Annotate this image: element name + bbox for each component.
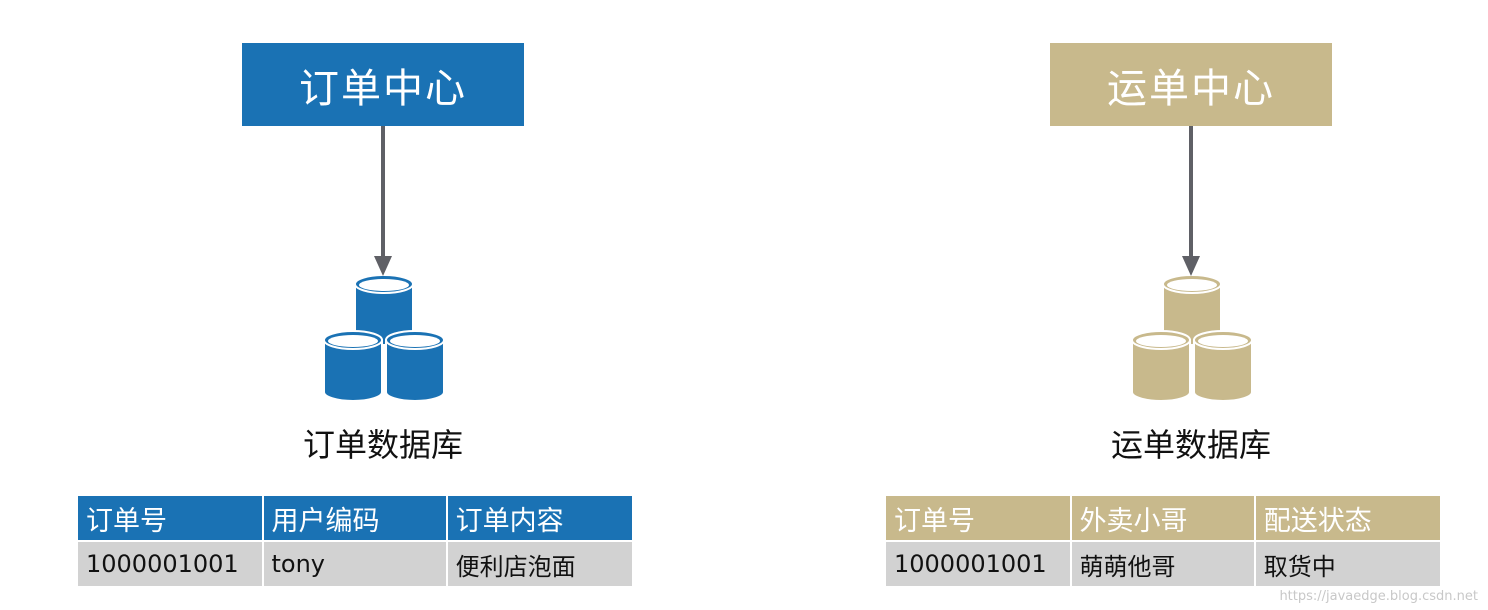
header-cell: 配送状态 [1254, 496, 1440, 541]
table-row: 1000001001 tony 便利店泡面 [78, 540, 632, 586]
table-cell: 取货中 [1254, 540, 1440, 586]
delivery-arrow [1182, 126, 1200, 276]
order-db-label: 订单数据库 [302, 426, 463, 464]
db-cylinder [1193, 330, 1253, 402]
db-cylinder [354, 276, 414, 346]
db-cylinder [323, 330, 383, 402]
order-table: 订单号 用户编码 订单内容 1000001001 tony 便利店泡面 [78, 496, 632, 586]
table-cell: 1000001001 [78, 540, 264, 586]
header-cell: 订单内容 [446, 496, 632, 541]
header-cell: 订单号 [886, 496, 1072, 541]
table-cell: 萌萌他哥 [1070, 540, 1256, 586]
table-header-row: 订单号 用户编码 订单内容 [78, 496, 632, 541]
header-cell: 订单号 [78, 496, 264, 541]
header-cell: 外卖小哥 [1070, 496, 1256, 541]
order-panel: 订单中心 订单数据库 订单号 用户编码 订单内容 1000001001 tony… [78, 0, 638, 610]
delivery-panel: 运单中心 运单数据库 订单号 外卖小哥 配送状态 1000001001 萌萌他哥… [886, 0, 1446, 610]
table-header-row: 订单号 外卖小哥 配送状态 [886, 496, 1440, 541]
table-row: 1000001001 萌萌他哥 取货中 [886, 540, 1440, 586]
delivery-table: 订单号 外卖小哥 配送状态 1000001001 萌萌他哥 取货中 [886, 496, 1440, 586]
delivery-database-icon [1131, 276, 1253, 402]
order-database-icon [323, 276, 445, 402]
delivery-db-label: 运单数据库 [1110, 426, 1271, 464]
order-arrow [374, 126, 392, 276]
watermark: https://javaedge.blog.csdn.net [1279, 589, 1478, 604]
delivery-center-box: 运单中心 [1050, 43, 1332, 126]
order-center-box: 订单中心 [242, 43, 524, 126]
table-cell: 1000001001 [886, 540, 1072, 586]
db-cylinder [1131, 330, 1191, 402]
db-cylinder [385, 330, 445, 402]
header-cell: 用户编码 [262, 496, 448, 541]
table-cell: 便利店泡面 [446, 540, 632, 586]
table-cell: tony [262, 540, 448, 586]
